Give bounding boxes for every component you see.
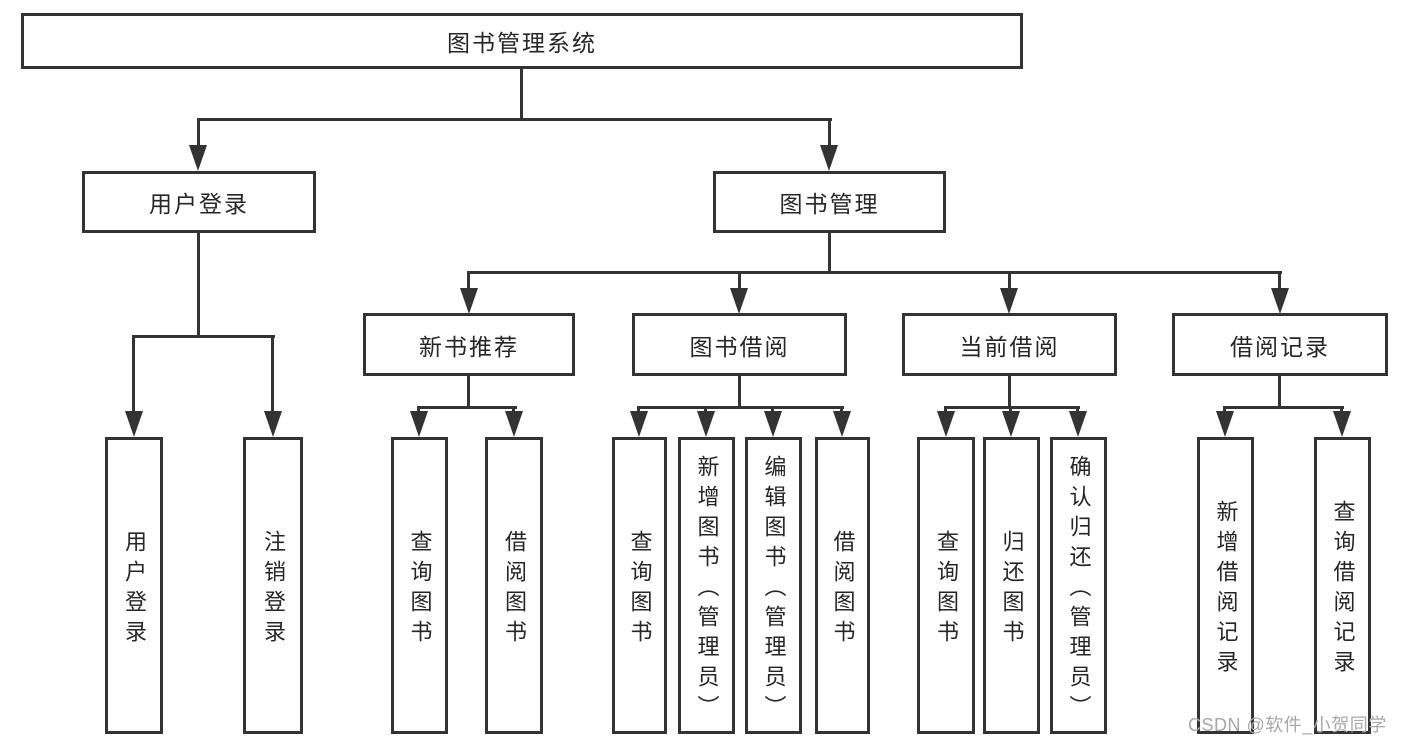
leaf-logout: 注销登录 [243,437,303,734]
arrowhead-down-icon [1271,288,1289,314]
connector-line [1009,406,1012,414]
arrowhead-down-icon [820,145,838,171]
connector-line [417,406,517,409]
connector-line [132,335,135,413]
connector-line [197,233,200,335]
connector-line [512,406,515,414]
arrowhead-down-icon [1002,411,1020,437]
connector-line [828,118,831,148]
arrowhead-down-icon [1216,411,1234,437]
connector-line [1223,406,1344,409]
connector-line [1340,406,1343,414]
connector-line [771,406,774,414]
arrowhead-down-icon [264,411,282,437]
connector-line [840,406,843,414]
leaf-edit-book-admin: 编辑图书（管理员） [745,437,802,734]
arrowhead-down-icon [125,411,143,437]
connector-line [944,406,947,414]
node-book-management: 图书管理 [713,171,946,233]
connector-line [637,406,640,414]
connector-line [1076,406,1079,414]
leaf-borrow-books-recommend: 借阅图书 [485,437,543,734]
connector-line [468,271,1282,274]
connector-line [828,233,831,271]
arrowhead-down-icon [410,411,428,437]
node-new-book-recommendation: 新书推荐 [363,313,575,376]
leaf-user-login: 用户登录 [105,437,163,734]
connector-line [197,118,832,121]
connector-line [1008,271,1011,291]
arrowhead-down-icon [937,411,955,437]
arrowhead-down-icon [1000,288,1018,314]
node-current-borrowing: 当前借阅 [902,313,1117,376]
node-user-login: 用户登录 [82,171,316,233]
leaf-confirm-return-admin: 确认归还（管理员） [1050,437,1107,734]
leaf-add-book-admin: 新增图书（管理员） [678,437,735,734]
connector-line [467,271,470,291]
leaf-query-borrow-record: 查询借阅记录 [1314,437,1371,734]
connector-line [738,271,741,291]
arrowhead-down-icon [460,288,478,314]
connector-line [132,335,275,338]
leaf-borrow-books-borrowing: 借阅图书 [815,437,870,734]
arrowhead-down-icon [697,411,715,437]
connector-line [944,406,1080,409]
arrowhead-down-icon [1333,411,1351,437]
connector-line [1278,376,1281,406]
connector-line [1008,376,1011,406]
node-root: 图书管理系统 [21,13,1023,69]
leaf-return-book: 归还图书 [983,437,1040,734]
watermark: CSDN @软件_小贺同学 [1188,715,1387,735]
node-book-borrowing: 图书借阅 [632,313,847,376]
connector-line [520,69,523,119]
node-borrowing-records: 借阅记录 [1172,313,1388,376]
connector-line [738,376,741,406]
arrowhead-down-icon [1069,411,1087,437]
connector-line [197,118,200,148]
leaf-query-books-current: 查询图书 [917,437,975,734]
connector-line [271,335,274,413]
leaf-add-borrow-record: 新增借阅记录 [1197,437,1254,734]
connector-line [1223,406,1226,414]
arrowhead-down-icon [764,411,782,437]
connector-line [467,376,470,406]
connector-line [1278,271,1281,291]
connector-line [637,406,844,409]
arrowhead-down-icon [833,411,851,437]
connector-line [704,406,707,414]
connector-line [417,406,420,414]
arrowhead-down-icon [730,288,748,314]
arrowhead-down-icon [630,411,648,437]
leaf-query-books-recommend: 查询图书 [391,437,448,734]
arrowhead-down-icon [505,411,523,437]
leaf-query-books-borrowing: 查询图书 [612,437,667,734]
arrowhead-down-icon [189,145,207,171]
